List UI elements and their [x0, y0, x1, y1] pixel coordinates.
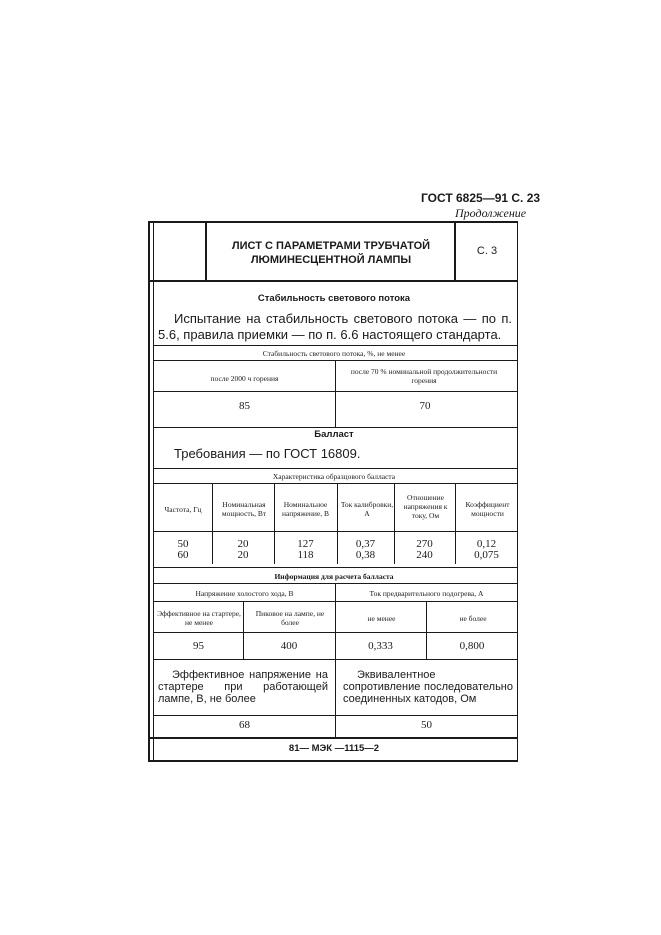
char-row1-freq: 50	[177, 538, 189, 550]
char-row1-current: 0,37	[355, 538, 376, 550]
char-header-power-factor: Коэффициент мощности	[465, 500, 510, 518]
char-row1-pf: 0,12	[476, 538, 497, 550]
value-starter-rms: 95	[193, 640, 204, 652]
sheet-title-line2: ЛЮМИНЕСЦЕНТНОЙ ЛАМПЫ	[250, 254, 412, 266]
stability-value-2000h: 85	[239, 400, 250, 412]
stability-col-70pct: после 70 % номинальной продолжительности…	[350, 367, 498, 385]
equivalent-resistance-label: Эквивалентное сопротивление последовател…	[343, 669, 513, 705]
value-lamp-peak: 400	[280, 640, 298, 652]
char-row2-power: 20	[237, 549, 249, 561]
ballast-text: Требования — по ГОСТ 16809.	[174, 446, 361, 461]
stability-table-caption: Стабильность светового потока, %, не мен…	[262, 349, 406, 358]
sheet-footer-code: 81— МЭК —1115—2	[288, 743, 380, 754]
char-header-voltage-current-ratio: Отношение напряжения к току, Ом	[403, 493, 448, 520]
effective-voltage-label: Эффективное напряжение на стартере при р…	[158, 669, 328, 705]
char-row2-voltage: 118	[297, 549, 314, 561]
effective-voltage-value: 68	[239, 719, 250, 731]
sub-header-min: не менее	[367, 614, 396, 623]
stability-heading: Стабильность светового потока	[257, 293, 411, 304]
preheat-current-label: Ток предварительного подогрева, А	[369, 589, 484, 598]
continuation-label: Продолжение	[455, 206, 527, 220]
char-row2-current: 0,38	[355, 549, 376, 561]
gost-page-number: ГОСТ 6825—91 С. 23	[421, 191, 541, 205]
ballast-heading: Балласт	[314, 429, 354, 440]
char-header-frequency: Частота, Гц	[164, 505, 202, 514]
sub-header-starter-rms: Эффективное на стартере, не менее	[157, 609, 241, 627]
stability-col-2000h: после 2000 ч горения	[210, 374, 279, 383]
ocv-label: Напряжение холостого хода, В	[195, 589, 294, 598]
sub-header-lamp-peak: Пиковое на лампе, не более	[255, 609, 325, 627]
equivalent-resistance-value: 50	[421, 719, 432, 731]
char-row1-power: 20	[237, 538, 249, 550]
char-header-calibration-current: Ток калибровки, А	[340, 500, 394, 518]
char-row1-ratio: 270	[416, 538, 433, 550]
char-header-power: Номинальная мощность, Вт	[221, 500, 267, 518]
char-row2-freq: 60	[177, 549, 189, 561]
char-header-voltage: Номинальное напряжение, В	[282, 500, 329, 518]
value-preheat-max: 0,800	[459, 640, 485, 652]
char-row1-voltage: 127	[297, 538, 314, 550]
parameter-sheet: ЛИСТ С ПАРАМЕТРАМИ ТРУБЧАТОЙ ЛЮМИНЕСЦЕНТ…	[148, 221, 518, 762]
stability-value-70pct: 70	[419, 400, 431, 412]
sheet-page-number: С. 3	[476, 245, 498, 257]
sub-header-max: не более	[459, 614, 487, 623]
char-row2-pf: 0,075	[474, 549, 499, 561]
char-row2-ratio: 240	[416, 549, 433, 561]
ballast-info-caption: Информация для расчета балласта	[274, 572, 394, 581]
stability-text: Испытание на стабильность светового пото…	[158, 311, 512, 342]
ballast-char-caption: Характеристика образцового балласта	[272, 472, 396, 481]
sheet-title-line1: ЛИСТ С ПАРАМЕТРАМИ ТРУБЧАТОЙ	[231, 240, 431, 252]
value-preheat-min: 0,333	[368, 640, 393, 652]
